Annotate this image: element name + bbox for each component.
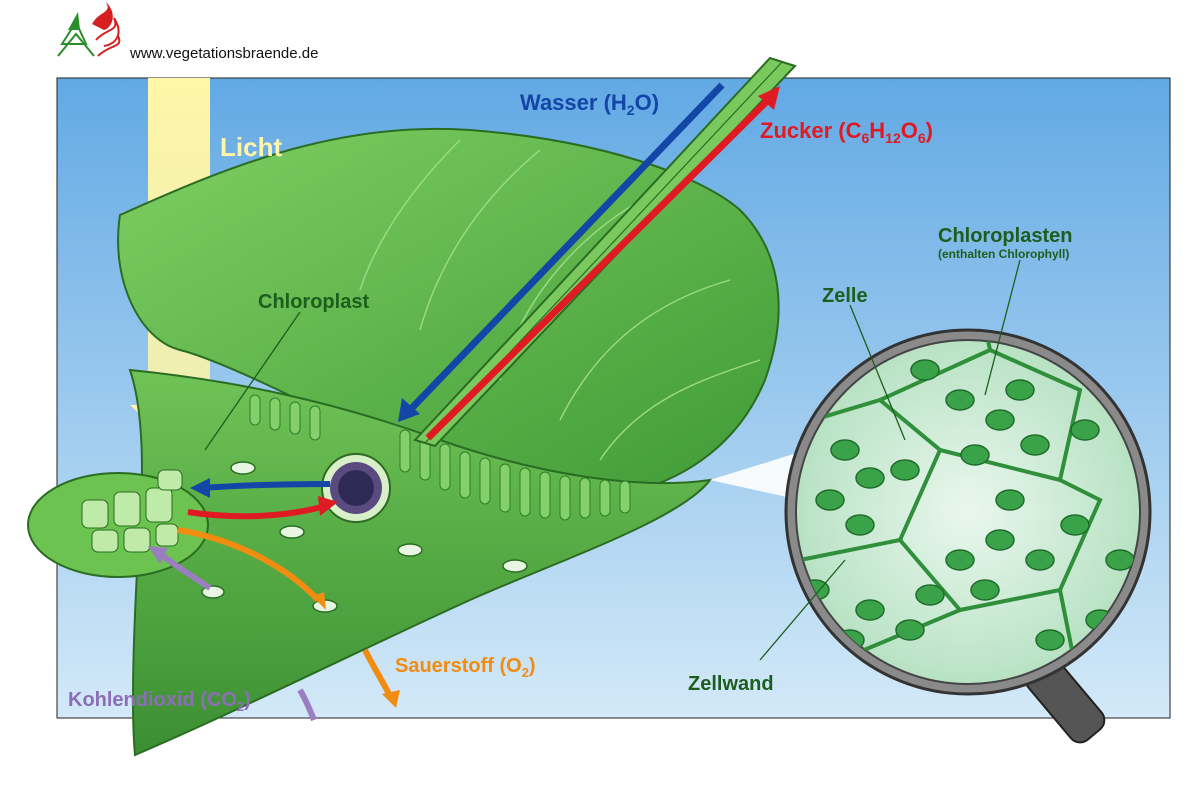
- light-label: Licht: [220, 132, 282, 162]
- leaf-blade: [117, 127, 780, 498]
- chloroplast-label: Chloroplast: [258, 291, 369, 313]
- chloroplast-enlarged: [27, 469, 209, 578]
- co2-arrow: [148, 546, 317, 722]
- chloroplasts-label: Chloroplasten: [938, 225, 1072, 247]
- leaf-veins: [359, 139, 761, 461]
- oxygen-arrow: [177, 527, 400, 708]
- sugar-arrow: [187, 86, 780, 520]
- stomata: [201, 461, 528, 613]
- magnifying-glass: [784, 328, 1152, 744]
- site-logo: [57, 2, 121, 57]
- sugar-label: Zucker (C6H12O6): [760, 118, 933, 146]
- magnifier-pointer: [710, 452, 800, 500]
- oxygen-label: Sauerstoff (O2): [395, 655, 536, 680]
- water-label: Wasser (H2O): [520, 90, 659, 118]
- palisade-cells: [249, 394, 631, 521]
- cell-label: Zelle: [822, 285, 868, 307]
- leader-lines: [204, 259, 1021, 661]
- cell-wall-label: Zellwand: [688, 673, 774, 695]
- co2-label: Kohlendioxid (CO2): [68, 689, 251, 714]
- chloroplasts-note: (enthalten Chlorophyll): [938, 247, 1069, 261]
- vascular-bundle: [321, 453, 391, 523]
- water-arrow: [190, 82, 725, 498]
- website-url[interactable]: www.vegetationsbraende.de: [130, 45, 319, 62]
